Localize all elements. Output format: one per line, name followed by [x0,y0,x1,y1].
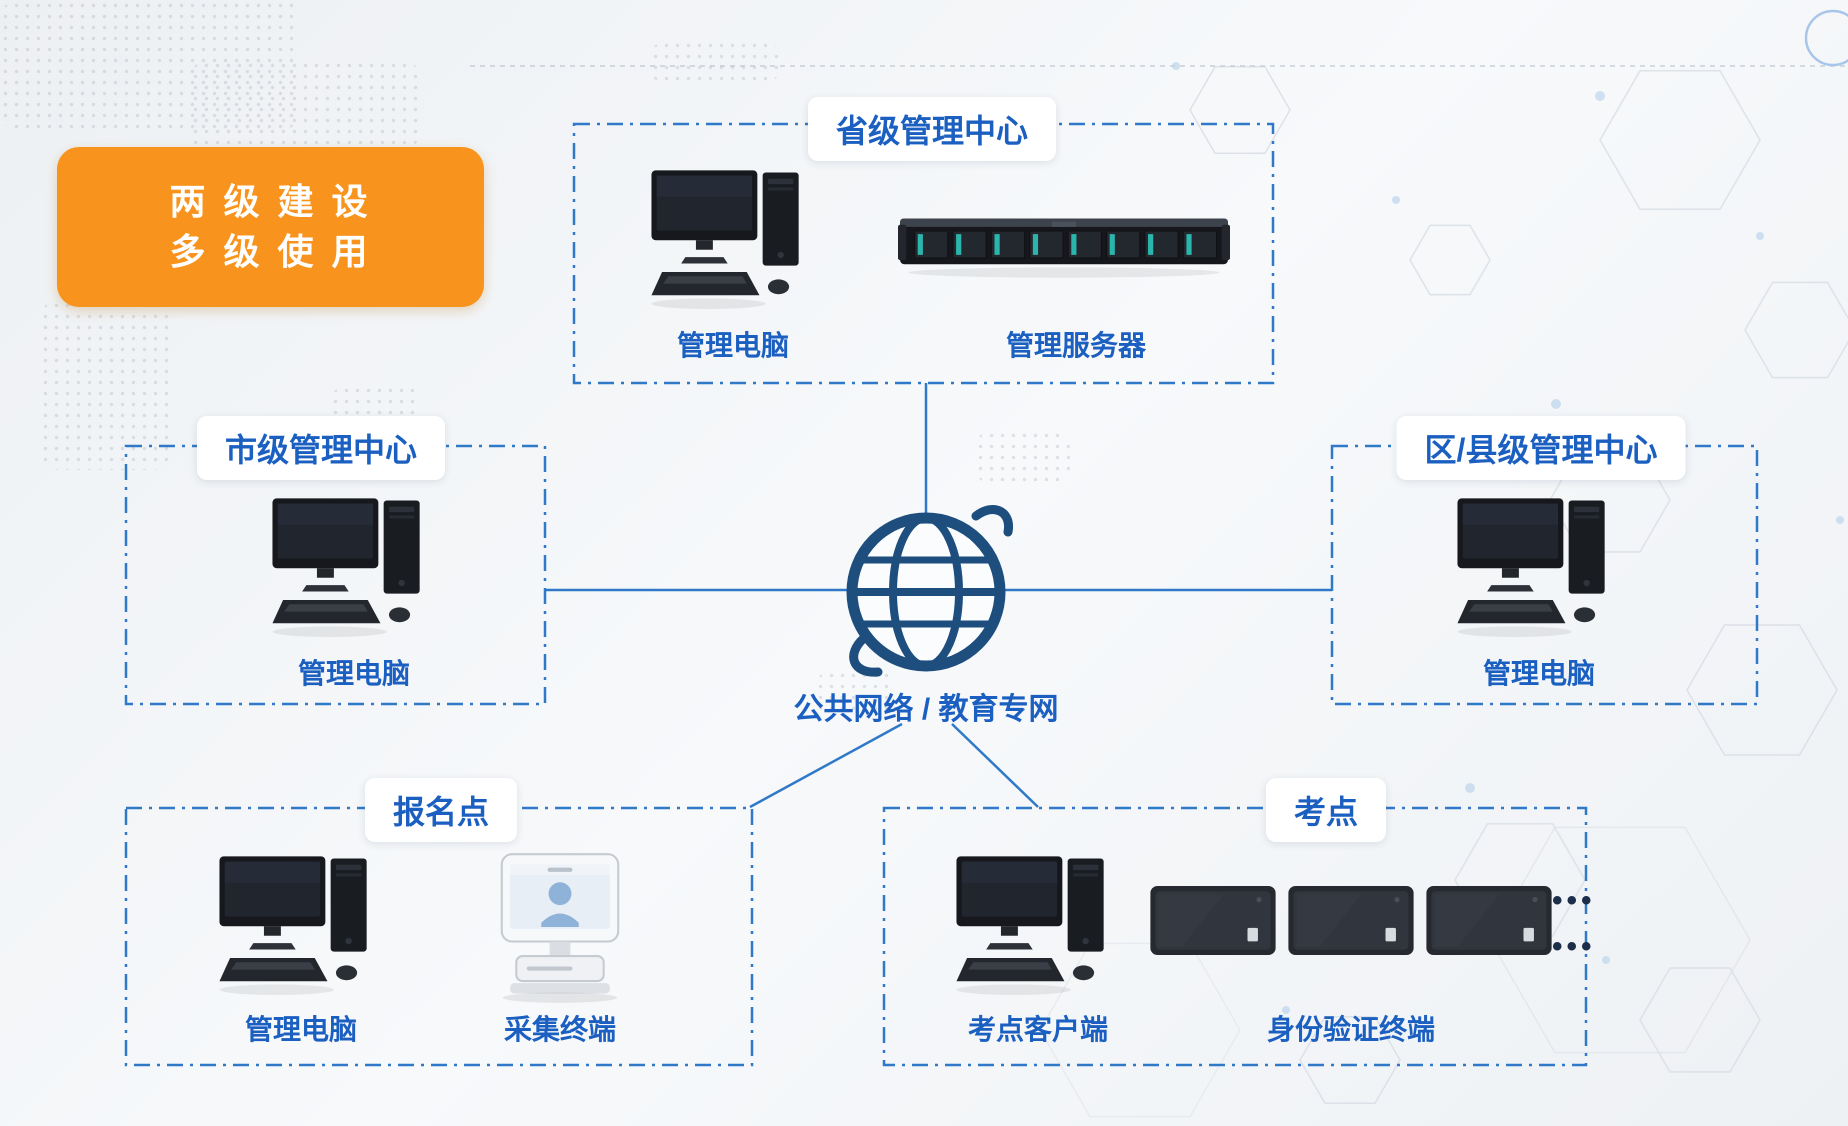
two-level-badge: 两 级 建 设 多 级 使 用 [57,147,484,307]
map-dots-cluster [815,670,895,715]
link-network-registration [749,722,903,809]
network-label: 公共网络 / 教育专网 [793,693,1059,726]
exam-box-border [882,806,1588,1067]
district-center-title: 区/县级管理中心 [1396,416,1686,480]
id-verification-terminal-icon [1150,886,1276,955]
link-network-exam [951,723,1039,808]
capture-terminal-icon [487,850,633,1006]
rack-server-icon [898,208,1230,281]
capture-terminal-label: 采集终端 [503,1014,617,1045]
desktop-computer-icon [1449,494,1629,653]
provincial-center-title: 省级管理中心 [807,97,1057,161]
registration-point-title: 报名点 [364,778,518,842]
map-dots-cluster [190,60,420,150]
id-verification-terminal-icon [1426,886,1552,955]
more-terminals-indicator: ••• [1552,884,1596,917]
municipal-computer-label: 管理电脑 [297,658,411,689]
provincial-server-label: 管理服务器 [1005,330,1147,361]
district-computer-label: 管理电脑 [1482,658,1596,689]
badge-line1: 两 级 建 设 [169,181,372,223]
exam-client-label: 考点客户端 [967,1014,1109,1045]
id-verification-terminal-icon [1288,886,1414,955]
network-globe-icon [826,492,1026,692]
badge-line2: 多 级 使 用 [169,231,372,272]
desktop-computer-icon [948,852,1128,1011]
desktop-computer-icon [264,494,444,653]
id-verification-terminal-label: 身份验证终端 [1266,1014,1436,1045]
desktop-computer-icon [643,166,823,325]
map-dots-cluster [0,0,300,130]
provincial-box-border [572,122,1275,385]
desktop-computer-icon [211,852,391,1011]
municipal-center-title: 市级管理中心 [196,416,446,480]
more-terminals-indicator: ••• [1552,930,1596,963]
map-dots-cluster [40,300,170,470]
exam-site-title: 考点 [1265,778,1387,842]
map-dots-cluster [975,430,1070,485]
registration-computer-label: 管理电脑 [244,1014,358,1045]
provincial-computer-label: 管理电脑 [676,330,790,361]
map-dots-cluster [650,40,780,85]
